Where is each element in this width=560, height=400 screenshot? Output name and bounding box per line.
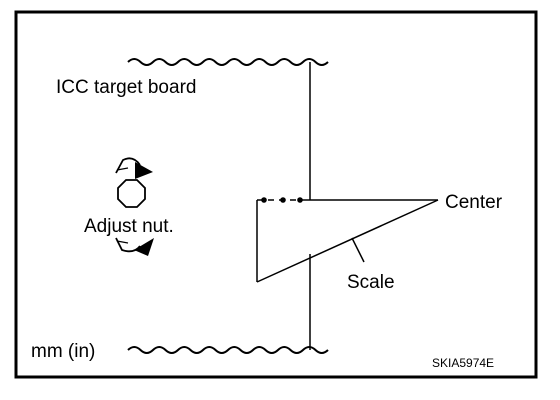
scale-label: Scale [347, 272, 395, 293]
scale-dot [280, 197, 286, 203]
hex-nut-icon [117, 179, 146, 208]
rotate-arrow-icon [115, 157, 153, 179]
bottom-wavy-line [127, 346, 329, 354]
scale-dot [261, 197, 267, 203]
scale-leader-line [351, 237, 365, 263]
adjust-nut-label: Adjust nut. [84, 216, 174, 237]
center-label: Center [445, 192, 503, 213]
figure-code: SKIA5974E [432, 356, 494, 370]
unit-label: mm (in) [31, 341, 95, 362]
scale-dot [297, 197, 303, 203]
scale-diagonal-edge [256, 199, 439, 283]
top-wavy-line [127, 58, 329, 66]
rotate-arrow-icon [115, 237, 154, 256]
diagram-frame [14, 10, 538, 379]
target-board-label: ICC target board [56, 77, 196, 98]
